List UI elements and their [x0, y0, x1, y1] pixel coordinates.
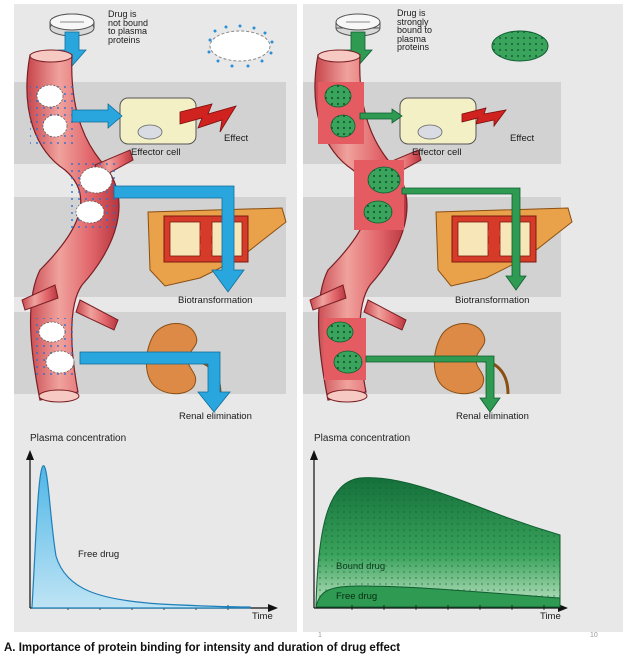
left-effect-lightning-icon — [179, 103, 237, 133]
left-free-drug-curve — [31, 465, 251, 609]
right-effector-cell — [399, 97, 477, 145]
right-plot-ticks — [351, 605, 545, 610]
right-bound-drug-molecule-icon — [491, 30, 549, 62]
right-drug-note: Drug is strongly bound to plasma protein… — [397, 8, 433, 53]
left-free-drug-label: Free drug — [78, 549, 120, 560]
right-arrow-to-effector-icon — [359, 108, 403, 124]
right-effect-lightning-icon — [461, 107, 507, 128]
right-effect-label: Effect — [510, 133, 535, 144]
left-arrow-to-effector-icon — [71, 103, 123, 129]
left-effector-label: Effector cell — [131, 147, 181, 158]
page-number-left: 1 — [318, 632, 322, 639]
left-biotransformation-label: Biotransformation — [178, 295, 253, 306]
figure-caption: A. Importance of protein binding for int… — [4, 642, 401, 654]
right-arrow-to-kidney-icon — [365, 355, 501, 413]
right-vessel-windows — [318, 82, 404, 380]
right-liver-icon — [435, 207, 573, 287]
page-number-right: 10 — [590, 632, 598, 639]
left-plot-ylabel: Plasma concentration — [30, 433, 127, 444]
right-plot-xlabel: Time — [540, 611, 561, 622]
left-vessel-windows — [30, 82, 116, 380]
right-arrow-to-liver-icon — [401, 187, 527, 291]
right-biotransformation-label: Biotransformation — [455, 295, 530, 306]
right-concentration-plot — [310, 450, 568, 612]
left-concentration-plot — [26, 450, 278, 612]
right-plot-ylabel: Plasma concentration — [314, 433, 411, 444]
right-free-drug-label: Free drug — [336, 591, 378, 602]
left-drug-note: Drug is not bound to plasma proteins — [108, 9, 149, 45]
left-effector-cell — [119, 97, 197, 145]
left-liver-icon — [147, 207, 287, 287]
left-plot-xlabel: Time — [252, 611, 273, 622]
right-free-drug-area — [315, 585, 561, 608]
left-tablet-icon — [49, 13, 95, 37]
right-effector-label: Effector cell — [412, 147, 462, 158]
left-renal-label: Renal elimination — [179, 411, 252, 422]
right-tablet-icon — [335, 13, 381, 37]
right-bound-drug-label: Bound drug — [336, 561, 386, 572]
right-renal-label: Renal elimination — [456, 411, 529, 422]
left-arrow-to-kidney-icon — [79, 351, 231, 413]
left-arrow-to-liver-icon — [113, 185, 245, 293]
left-effect-label: Effect — [224, 133, 249, 144]
left-free-drug-molecule-icon — [207, 24, 274, 68]
